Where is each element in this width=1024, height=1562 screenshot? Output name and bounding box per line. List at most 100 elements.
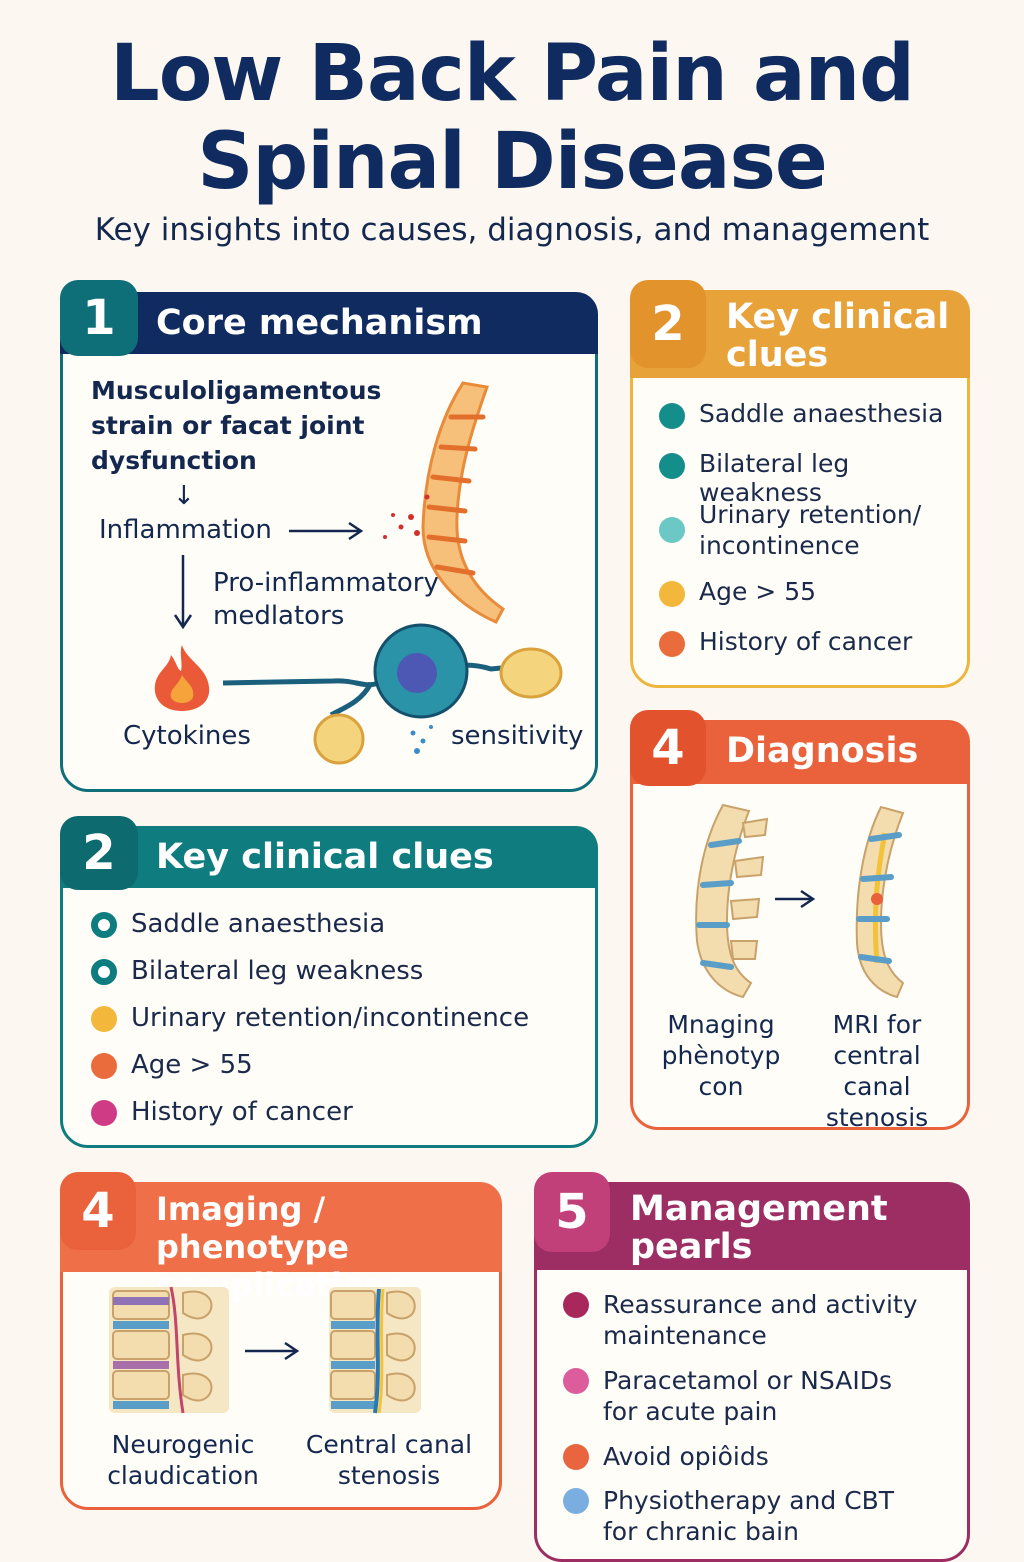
bullet-dot	[659, 581, 685, 607]
clinical-clues-left-card: 2 Key clinical clues Saddle anaesthesia …	[60, 816, 598, 1148]
management-list: Reassurance and activity maintenance Par…	[563, 1289, 957, 1561]
clinical-clues-left-header: 2 Key clinical clues	[60, 816, 598, 890]
item-text-cont: for acute pain	[603, 1397, 778, 1426]
item-text: History of cancer	[131, 1097, 353, 1127]
item-text: Age > 55	[131, 1050, 253, 1080]
item-text: Urinary retention/incontinence	[131, 1003, 530, 1033]
down-arrow-icon	[173, 555, 193, 630]
bullet-dot	[659, 403, 685, 429]
item-text: Saddle anaesthesia	[131, 909, 386, 939]
list-item: Saddle anaesthesia	[659, 399, 957, 449]
sensitivity-label: sensitivity	[451, 721, 584, 751]
spine-mri-illustration	[855, 805, 905, 999]
list-item: Avoid opiôids	[563, 1441, 957, 1485]
bullet-dot	[563, 1368, 589, 1394]
list-item: History of cancer	[91, 1097, 585, 1144]
bullet-dot	[563, 1292, 589, 1318]
section-title: Core mechanism	[156, 303, 483, 343]
title-line-2: pearls	[630, 1227, 753, 1267]
management-card: 5 Management pearls Reassurance and acti…	[534, 1172, 970, 1562]
right-arrow-icon	[289, 521, 364, 541]
cytokines-label: Cytokines	[123, 721, 251, 751]
clues-list: Saddle anaesthesia Bilateral leg weaknes…	[91, 909, 585, 1144]
title-line-2: clues	[726, 335, 829, 375]
label-line-2: claudication	[107, 1461, 259, 1490]
list-item: Bilateral leg weakness	[91, 956, 585, 1003]
neurogenic-spine-illustration	[109, 1286, 229, 1414]
bullet-dot	[659, 453, 685, 479]
label-line-3: con	[698, 1072, 744, 1101]
spine-illustration	[383, 381, 505, 624]
section-number: 4	[60, 1172, 136, 1250]
list-item: Bilateral leg weakness	[659, 449, 957, 507]
mechanism-cause: Musculoligamentous strain or facat joint…	[91, 376, 382, 475]
section-title: Management pearls	[630, 1190, 888, 1266]
list-item: Reassurance and activity maintenance	[563, 1289, 957, 1365]
bullet-dot	[563, 1488, 589, 1514]
core-mechanism-header: 1 Core mechanism	[60, 280, 598, 356]
imaging-right-label: Central canal stenosis	[289, 1429, 489, 1491]
bullet-dot	[91, 1100, 117, 1126]
management-header: 5 Management pearls	[534, 1172, 970, 1270]
down-arrow-1: ↓	[173, 481, 195, 511]
diagnosis-right-label: MRI for central canal stenosis	[797, 1009, 957, 1133]
title-line-1: Imaging / phenotype	[156, 1190, 349, 1266]
bullet-dot	[563, 1444, 589, 1470]
list-item: Saddle anaesthesia	[91, 909, 585, 956]
section-title: Key clinical clues	[726, 298, 949, 374]
item-text: Saddle anaesthesia	[699, 399, 944, 428]
list-item: Urinary retention/incontinence	[91, 1003, 585, 1050]
label-line-1: Mnaging	[667, 1010, 775, 1039]
section-title: Key clinical clues	[156, 837, 494, 877]
spine-xray-illustration	[695, 803, 769, 999]
label-line-2: central canal	[833, 1041, 921, 1101]
core-mechanism-card: 1 Core mechanism Musculoligamentous stra…	[60, 280, 598, 792]
clinical-clues-right-header: 2 Key clinical clues	[630, 280, 970, 378]
section-number: 2	[630, 280, 706, 368]
inflammation-label: Inflammation	[99, 515, 272, 545]
neuron-illustration	[222, 623, 563, 765]
right-arrow-icon	[245, 1341, 300, 1361]
section-title: Diagnosis	[726, 731, 919, 771]
list-item: Urinary retention/ incontinence	[659, 499, 957, 577]
title-line-1: Low Back Pain and	[110, 29, 915, 119]
clinical-clues-right-card: 2 Key clinical clues Saddle anaesthesia …	[630, 280, 970, 688]
bullet-ring	[91, 912, 117, 938]
list-item: History of cancer	[659, 627, 957, 677]
item-text-cont: incontinence	[699, 531, 860, 560]
title-line-1: Management	[630, 1189, 888, 1229]
item-text: Bilateral leg weakness	[131, 956, 424, 986]
bullet-dot	[91, 1053, 117, 1079]
section-number: 5	[534, 1172, 610, 1252]
title-line-1: Key clinical	[726, 297, 950, 337]
imaging-header: 4 Imaging / phenotype complications	[60, 1172, 502, 1304]
label-line-3: stenosis	[825, 1103, 929, 1132]
section-number: 2	[60, 816, 138, 890]
flame-icon	[154, 645, 210, 711]
item-text: Physiotherapy and CBT	[603, 1486, 895, 1515]
list-item: Age > 55	[91, 1050, 585, 1097]
item-text: Age > 55	[699, 577, 817, 606]
diagnosis-header: 4 Diagnosis	[630, 710, 970, 786]
item-text-cont: for chranic bain	[603, 1517, 799, 1546]
diagnosis-card: 4 Diagnosis Mnaging phènotyp con MRI for…	[630, 710, 970, 1133]
bullet-dot	[659, 517, 685, 543]
label-line-1: Central canal	[305, 1430, 473, 1459]
list-item: Age > 55	[659, 577, 957, 627]
stenosis-spine-illustration	[329, 1287, 421, 1414]
item-text: Avoid opiôids	[603, 1442, 769, 1471]
right-arrow-icon	[775, 889, 816, 909]
item-text: History of cancer	[699, 627, 913, 656]
bullet-ring	[91, 959, 117, 985]
item-text: Bilateral leg weakness	[699, 449, 850, 507]
page-subtitle: Key insights into causes, diagnosis, and…	[94, 212, 930, 248]
item-text-cont: maintenance	[603, 1321, 767, 1350]
page-title: Low Back Pain and Spinal Disease	[0, 30, 1024, 206]
section-number: 4	[630, 710, 706, 786]
item-text: Paracetamol or NSAIDs	[603, 1366, 892, 1395]
list-item: Physiotherapy and CBT for chranic bain	[563, 1485, 957, 1561]
title-line-2: Spinal Disease	[197, 117, 828, 207]
clues-list: Saddle anaesthesia Bilateral leg weaknes…	[659, 399, 957, 677]
item-text: Urinary retention/	[699, 500, 922, 529]
list-item: Paracetamol or NSAIDs for acute pain	[563, 1365, 957, 1441]
